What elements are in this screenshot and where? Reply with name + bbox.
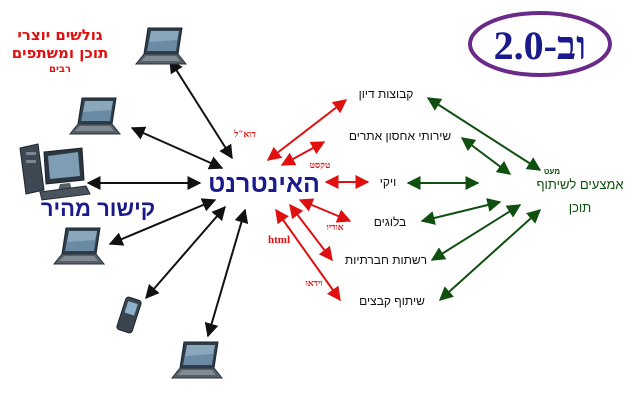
- content-type-html: html: [268, 234, 290, 246]
- service-wiki: ויקי: [380, 175, 396, 189]
- sharing-arrows: [406, 97, 542, 301]
- device-arrows: [86, 58, 249, 338]
- content-type-email: דוא"ל: [233, 129, 256, 139]
- creators-line-1: גולשים יוצרי: [17, 26, 102, 44]
- green-arrow-social: [430, 204, 522, 261]
- laptop-icon: [69, 97, 121, 135]
- badge-text: וב-2.0: [494, 23, 587, 68]
- arrow-laptop-2: [130, 126, 224, 170]
- content-sharing-line-2: תוכן: [569, 200, 592, 215]
- arrow-blogs: [298, 198, 352, 223]
- arrow-filesharing: [275, 208, 341, 302]
- service-social: רשתות חברתיות: [345, 253, 427, 267]
- arrow-social: [289, 203, 333, 262]
- creators-line-2: תוכן ומשתפים: [12, 44, 109, 62]
- desktop-computer-icon: [19, 143, 91, 201]
- service-forums: קבוצות דיון: [359, 87, 414, 101]
- content-sharing-line-1: אמצעים לשיתוף: [536, 177, 623, 192]
- arrow-laptop-1: [169, 58, 233, 160]
- creators-title: גולשים יוצרי תוכן ומשתפים רבים: [12, 26, 109, 75]
- service-arrows: [266, 99, 370, 302]
- laptop-icon: [135, 27, 187, 65]
- arrow-laptop-4: [204, 208, 249, 338]
- services-list: קבוצות דיון שירותי אחסון אתרים ויקי בלוג…: [345, 87, 451, 308]
- fast-connection-label: קישור מהיר: [41, 196, 155, 221]
- green-arrow-blogs: [420, 198, 502, 225]
- service-filesharing: שיתוף קבצים: [359, 294, 425, 308]
- content-type-video: וידאו: [305, 278, 322, 288]
- green-arrow-filesharing: [438, 209, 542, 301]
- content-sharing-group: מעט אמצעים לשיתוף תוכן: [536, 167, 623, 215]
- arrow-hosting: [280, 141, 326, 166]
- arrow-phone: [145, 205, 226, 300]
- green-arrow-hosting: [460, 137, 512, 175]
- creators-line-3: רבים: [49, 64, 71, 75]
- laptop-icon: [171, 341, 223, 379]
- content-type-text: טקסט: [310, 160, 331, 170]
- content-types: דוא"ל טקסט אודיו html וידאו: [233, 129, 344, 288]
- web20-badge: וב-2.0: [468, 11, 612, 77]
- content-type-audio: אודיו: [326, 222, 343, 232]
- badge-ellipse: [468, 11, 612, 77]
- mobile-phone-icon: [116, 296, 142, 334]
- internet-hub-label: האינטרנט: [208, 170, 320, 198]
- content-sharing-tag: מעט: [544, 167, 560, 176]
- green-arrow-forums: [426, 97, 542, 171]
- service-hosting: שירותי אחסון אתרים: [349, 129, 452, 143]
- laptop-icon: [53, 227, 105, 265]
- service-blogs: בלוגים: [374, 215, 407, 229]
